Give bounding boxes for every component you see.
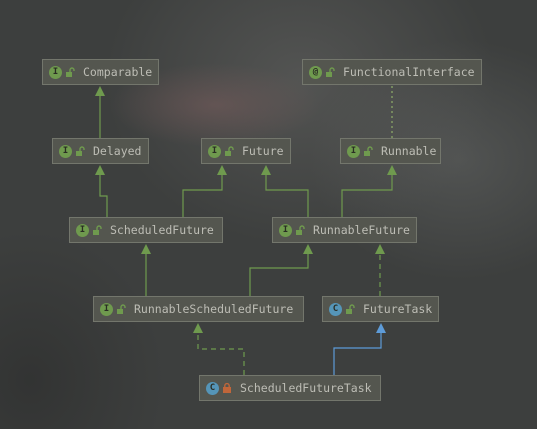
node-runnable[interactable]: I Runnable (340, 138, 441, 164)
node-label: Future (242, 144, 284, 158)
arrowhead (217, 165, 227, 175)
edge-scheduledFutureTask-to-runnableScheduledFuture (193, 323, 245, 375)
node-scheduled-future[interactable]: I ScheduledFuture (69, 217, 223, 243)
interface-icon: I (208, 144, 221, 158)
arrowhead (375, 244, 385, 254)
edge-runnableScheduledFuture-to-scheduledFuture (141, 244, 151, 296)
node-label: RunnableScheduledFuture (134, 302, 294, 316)
edge-scheduledFuture-to-future (182, 165, 227, 217)
public-lock-icon (93, 225, 102, 235)
interface-icon: I (76, 223, 89, 237)
arrowhead (376, 323, 386, 333)
arrowhead (193, 323, 203, 333)
node-runnable-scheduled-future[interactable]: I RunnableScheduledFuture (93, 296, 304, 322)
node-future-task[interactable]: C FutureTask (322, 296, 439, 322)
public-lock-icon (296, 225, 305, 235)
arrowhead (95, 165, 105, 175)
interface-icon: I (59, 144, 72, 158)
interface-icon: I (347, 144, 360, 158)
public-lock-icon (364, 146, 373, 156)
public-lock-icon (117, 304, 126, 314)
private-lock-icon (223, 383, 231, 393)
public-lock-icon (346, 304, 355, 314)
public-lock-icon (326, 67, 335, 77)
arrowhead (303, 244, 313, 254)
arrowhead (141, 244, 151, 254)
public-lock-icon (225, 146, 234, 156)
node-comparable[interactable]: I Comparable (42, 59, 159, 85)
class-icon: C (329, 302, 342, 316)
arrowhead (261, 165, 271, 175)
edge-runnableScheduledFuture-to-runnableFuture (249, 244, 313, 296)
public-lock-icon (66, 67, 75, 77)
node-label: FutureTask (363, 302, 433, 316)
node-label: ScheduledFuture (110, 223, 214, 237)
node-label: ScheduledFutureTask (240, 381, 372, 395)
arrowhead (387, 165, 397, 175)
node-functional-interface[interactable]: @ FunctionalInterface (302, 59, 482, 85)
edge-scheduledFuture-to-delayed (95, 165, 108, 217)
node-label: Delayed (93, 144, 142, 158)
class-icon: C (206, 381, 219, 395)
node-scheduled-future-task[interactable]: C ScheduledFutureTask (199, 375, 381, 401)
annotation-icon: @ (309, 65, 322, 79)
arrowhead (95, 86, 105, 96)
node-runnable-future[interactable]: I RunnableFuture (272, 217, 417, 243)
node-future[interactable]: I Future (201, 138, 291, 164)
node-label: Runnable (381, 144, 437, 158)
interface-icon: I (49, 65, 62, 79)
interface-icon: I (100, 302, 113, 316)
node-label: RunnableFuture (313, 223, 410, 237)
node-delayed[interactable]: I Delayed (52, 138, 149, 164)
node-label: FunctionalInterface (343, 65, 475, 79)
edge-delayed-to-comparable (95, 86, 105, 138)
edge-runnableFuture-to-runnable (341, 165, 397, 217)
edge-futureTask-to-runnableFuture (375, 244, 385, 296)
edge-runnableFuture-to-future (261, 165, 309, 217)
edge-scheduledFutureTask-to-futureTask (333, 323, 386, 375)
node-label: Comparable (83, 65, 153, 79)
interface-icon: I (279, 223, 292, 237)
public-lock-icon (76, 146, 85, 156)
